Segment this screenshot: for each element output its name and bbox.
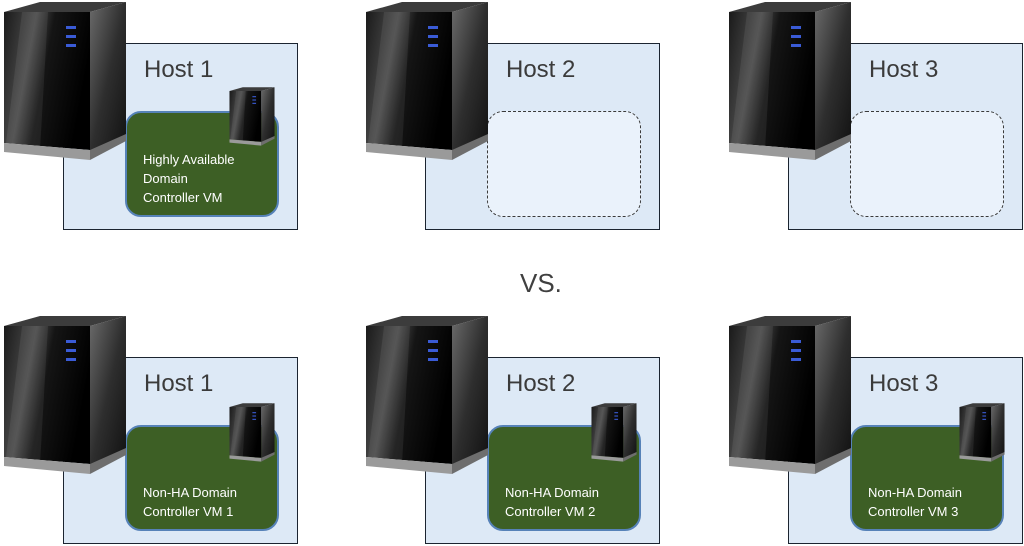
vm-server-icon — [958, 402, 1006, 464]
server-tower-icon — [0, 0, 130, 165]
host-2-box-top: Host 2 — [425, 43, 660, 230]
vm-label-line: Non-HA Domain — [505, 485, 599, 500]
vm-label-line: Domain — [143, 171, 188, 186]
vm-server-icon — [228, 86, 276, 148]
server-tower-icon — [362, 0, 492, 165]
host-label: Host 3 — [869, 370, 939, 397]
vm-label: Non-HA Domain Controller VM 3 — [868, 483, 1000, 521]
host-label: Host 2 — [506, 370, 576, 397]
vm-label: Highly Available Domain Controller VM — [143, 150, 275, 207]
server-tower-icon — [362, 314, 492, 479]
server-tower-icon — [725, 0, 855, 165]
host-label: Host 3 — [869, 56, 939, 83]
vm-label-line: Non-HA Domain — [868, 485, 962, 500]
host-label: Host 1 — [144, 56, 214, 83]
ha-domain-controller-vm: Highly Available Domain Controller VM — [125, 111, 279, 217]
empty-vm-slot — [487, 111, 641, 217]
vm-server-icon — [590, 402, 638, 464]
vm-label-line: Controller VM 3 — [868, 504, 959, 519]
vm-label-line: Controller VM 2 — [505, 504, 596, 519]
vm-label-line: Non-HA Domain — [143, 485, 237, 500]
vm-server-icon — [228, 402, 276, 464]
server-tower-icon — [725, 314, 855, 479]
vs-label: VS. — [520, 268, 562, 298]
vm-label: Non-HA Domain Controller VM 1 — [143, 483, 275, 521]
vm-label-line: Highly Available — [143, 152, 235, 167]
server-tower-icon — [0, 314, 130, 479]
vm-label-line: Controller VM 1 — [143, 504, 234, 519]
vm-label: Non-HA Domain Controller VM 2 — [505, 483, 637, 521]
empty-vm-slot — [850, 111, 1004, 217]
vm-label-line: Controller VM — [143, 190, 223, 205]
host-label: Host 2 — [506, 56, 576, 83]
host-label: Host 1 — [144, 370, 214, 397]
